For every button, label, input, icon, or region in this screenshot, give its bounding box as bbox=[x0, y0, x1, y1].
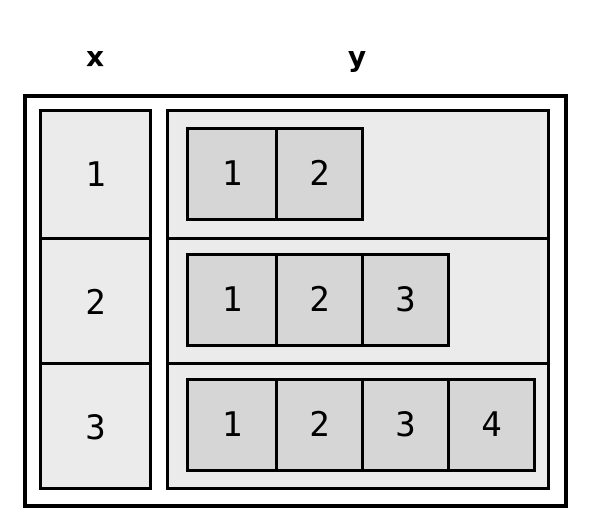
y-element: 2 bbox=[275, 381, 361, 469]
row-divider bbox=[169, 237, 547, 240]
y-element: 2 bbox=[275, 130, 361, 218]
y-element: 2 bbox=[275, 256, 361, 344]
row-divider bbox=[42, 362, 149, 365]
y-vector-row-3: 1 2 3 4 bbox=[186, 378, 536, 472]
x-cell-2: 2 bbox=[85, 282, 106, 323]
x-cell-3: 3 bbox=[85, 407, 106, 448]
y-element: 1 bbox=[221, 154, 243, 194]
y-element: 1 bbox=[221, 405, 243, 445]
y-list-column: 1 2 1 2 3 1 2 3 4 bbox=[166, 109, 550, 490]
y-vector-row-2: 1 2 3 bbox=[186, 253, 450, 347]
x-cell-1: 1 bbox=[85, 154, 106, 195]
y-element: 3 bbox=[361, 381, 447, 469]
row-divider bbox=[169, 362, 547, 365]
column-header-y: y bbox=[347, 40, 367, 73]
y-element: 4 bbox=[447, 381, 533, 469]
row-divider bbox=[42, 237, 149, 240]
y-element: 3 bbox=[361, 256, 447, 344]
column-header-x: x bbox=[85, 40, 105, 73]
y-vector-row-1: 1 2 bbox=[186, 127, 364, 221]
y-element: 1 bbox=[221, 280, 243, 320]
x-column: 1 2 3 bbox=[39, 109, 152, 490]
